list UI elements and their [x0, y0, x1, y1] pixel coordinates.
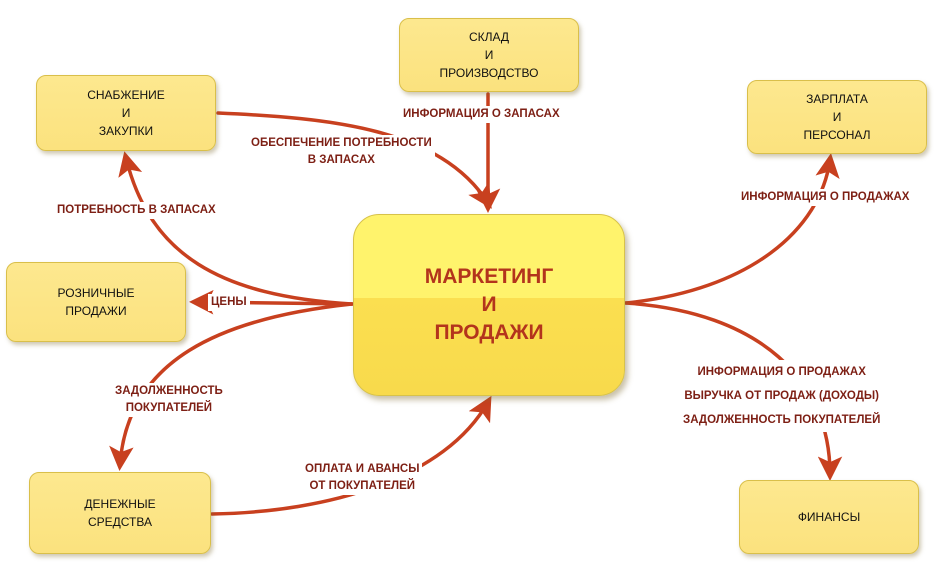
- label-payments: ОПЛАТА И АВАНСЫ ОТ ПОКУПАТЕЛЕЙ: [302, 461, 423, 495]
- node-payroll-line1: ЗАРПЛАТА: [806, 92, 868, 106]
- label-finance-info-line2: ВЫРУЧКА ОТ ПРОДАЖ (ДОХОДЫ): [684, 390, 879, 402]
- node-payroll-line3: ПЕРСОНАЛ: [803, 128, 871, 142]
- node-retail-line2: ПРОДАЖИ: [65, 304, 127, 318]
- label-payments-line1: ОПЛАТА И АВАНСЫ: [305, 463, 420, 475]
- label-sales-info-payroll-text: ИНФОРМАЦИЯ О ПРОДАЖАХ: [741, 191, 910, 203]
- center-line2: И: [481, 293, 497, 316]
- node-warehouse-line2: И: [484, 48, 494, 62]
- label-payments-line2: ОТ ПОКУПАТЕЛЕЙ: [309, 480, 416, 492]
- node-supply-line1: СНАБЖЕНИЕ: [87, 88, 165, 102]
- label-finance-info: ИНФОРМАЦИЯ О ПРОДАЖАХ ВЫРУЧКА ОТ ПРОДАЖ …: [680, 360, 884, 432]
- node-cash-line2: СРЕДСТВА: [87, 515, 152, 529]
- center-line1: МАРКЕТИНГ: [424, 265, 554, 288]
- arrow-center-to-cash: [109, 302, 354, 471]
- node-retail-sales: РОЗНИЧНЫЕ ПРОДАЖИ: [6, 262, 186, 342]
- node-cash-funds: ДЕНЕЖНЫЕ СРЕДСТВА: [29, 472, 211, 554]
- node-cash-line1: ДЕНЕЖНЫЕ: [84, 497, 156, 511]
- label-supply-provision-line2: В ЗАПАСАХ: [307, 154, 375, 166]
- node-supply-purchasing: СНАБЖЕНИЕ И ЗАКУПКИ: [36, 75, 216, 151]
- node-marketing-sales: МАРКЕТИНГ И ПРОДАЖИ: [353, 214, 625, 396]
- label-finance-info-line1: ИНФОРМАЦИЯ О ПРОДАЖАХ: [697, 366, 866, 378]
- label-prices: ЦЕНЫ: [208, 294, 250, 311]
- arrow-center-to-finance: [624, 301, 843, 481]
- arrow-supply-to-center: [216, 111, 492, 209]
- arrow-cash-to-center: [210, 395, 492, 516]
- center-line3: ПРОДАЖИ: [434, 321, 544, 344]
- node-retail-line1: РОЗНИЧНЫЕ: [57, 286, 135, 300]
- label-sales-info-payroll: ИНФОРМАЦИЯ О ПРОДАЖАХ: [738, 189, 913, 206]
- node-payroll-personnel: ЗАРПЛАТА И ПЕРСОНАЛ: [747, 80, 927, 154]
- label-stock-needs: ПОТРЕБНОСТЬ В ЗАПАСАХ: [54, 202, 219, 219]
- label-customer-debt-cash-line1: ЗАДОЛЖЕННОСТЬ: [115, 385, 223, 397]
- label-stock-info: ИНФОРМАЦИЯ О ЗАПАСАХ: [400, 106, 563, 123]
- label-supply-provision: ОБЕСПЕЧЕНИЕ ПОТРЕБНОСТИ В ЗАПАСАХ: [248, 135, 435, 169]
- node-supply-line3: ЗАКУПКИ: [98, 124, 154, 138]
- label-prices-text: ЦЕНЫ: [211, 296, 247, 308]
- label-stock-info-text: ИНФОРМАЦИЯ О ЗАПАСАХ: [403, 108, 560, 120]
- node-warehouse-line1: СКЛАД: [468, 30, 510, 44]
- label-customer-debt-cash-line2: ПОКУПАТЕЛЕЙ: [125, 402, 213, 414]
- node-supply-line2: И: [121, 106, 131, 120]
- node-payroll-line2: И: [832, 110, 842, 124]
- arrow-center-to-payroll: [624, 153, 840, 305]
- label-supply-provision-line1: ОБЕСПЕЧЕНИЕ ПОТРЕБНОСТИ: [251, 137, 432, 149]
- node-warehouse-production: СКЛАД И ПРОИЗВОДСТВО: [399, 18, 579, 92]
- node-finance: ФИНАНСЫ: [739, 480, 919, 554]
- label-stock-needs-text: ПОТРЕБНОСТЬ В ЗАПАСАХ: [57, 204, 216, 216]
- node-finance-line1: ФИНАНСЫ: [797, 510, 861, 524]
- label-finance-info-line3: ЗАДОЛЖЕННОСТЬ ПОКУПАТЕЛЕЙ: [683, 414, 881, 426]
- label-customer-debt-cash: ЗАДОЛЖЕННОСТЬ ПОКУПАТЕЛЕЙ: [112, 383, 226, 417]
- arrow-center-to-supply: [118, 151, 354, 306]
- node-warehouse-line3: ПРОИЗВОДСТВО: [439, 66, 539, 80]
